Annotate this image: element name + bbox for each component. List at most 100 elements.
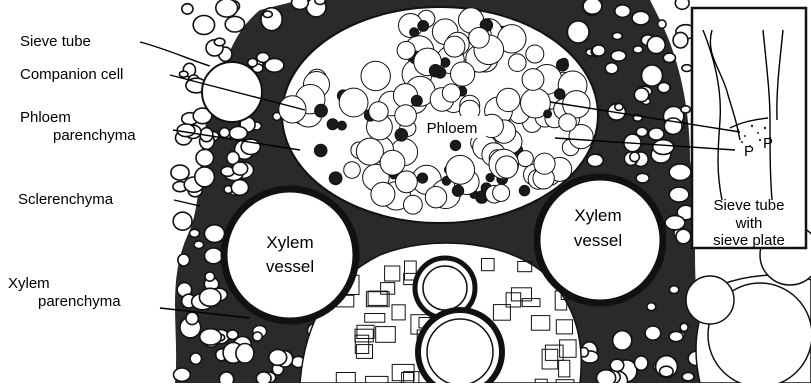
sclerenchyma-cell [263, 11, 272, 17]
sclerenchyma-cell [199, 288, 221, 306]
sclerenchyma-cell [630, 152, 640, 162]
label-xylem-vessel-left-line1: Xylem [266, 233, 313, 252]
sieve-tube-element [522, 69, 544, 91]
sclerenchyma-cell [647, 303, 656, 311]
sieve-tube-element [380, 150, 405, 175]
companion-cell [314, 144, 327, 157]
sclerenchyma-cell [613, 331, 632, 350]
sclerenchyma-cell [194, 241, 204, 249]
sclerenchyma-cell [171, 165, 189, 180]
sclerenchyma-cell [200, 329, 222, 345]
sieve-tube-element [496, 156, 518, 178]
sieve-tube-element [497, 88, 520, 111]
companion-cell [418, 21, 429, 32]
label-phloem-parenchyma-line2: parenchyma [53, 127, 136, 144]
sieve-tube-element [397, 41, 415, 59]
sclerenchyma-cell [205, 248, 223, 264]
sclerenchyma-cell [216, 0, 238, 17]
sclerenchyma-cell [261, 8, 282, 31]
sclerenchyma-cell [315, 0, 325, 5]
sclerenchyma-cell [190, 353, 201, 364]
sclerenchyma-cell [647, 36, 665, 53]
sieve-tube-element [404, 195, 423, 214]
sclerenchyma-cell [583, 0, 602, 14]
inset-p-right: P [763, 135, 773, 152]
inset-caption-line2: with [735, 215, 763, 232]
label-xylem-parenchyma-line1: Xylem [8, 275, 50, 292]
companion-cell [337, 121, 346, 130]
sclerenchyma-cell [669, 187, 689, 202]
label-xylem-vessel-right-line2: vessel [574, 231, 622, 250]
companion-cell [411, 95, 422, 106]
sieve-tube-element [396, 171, 418, 193]
sieve-tube-element [344, 162, 361, 179]
sclerenchyma-cell [227, 330, 238, 339]
sclerenchyma-cell [177, 124, 195, 137]
companion-cell [395, 129, 408, 142]
sclerenchyma-cell [205, 272, 215, 281]
sclerenchyma-cell [665, 216, 685, 230]
inset-caption-line1: Sieve tube [714, 197, 785, 214]
sclerenchyma-cell [611, 50, 626, 61]
inset-caption-line3: sieve plate [713, 232, 785, 249]
label-xylem-parenchyma-line2: parenchyma [38, 293, 121, 310]
sieve-tube-element [526, 45, 544, 63]
sclerenchyma-cell [680, 323, 688, 331]
sclerenchyma-cell [256, 372, 271, 383]
sclerenchyma-cell [587, 154, 603, 166]
sclerenchyma-cell [229, 127, 247, 140]
sieve-tube-cell [202, 62, 262, 122]
label-phloem-parenchyma-line1: Phloem [20, 109, 71, 126]
sieve-tube-element [361, 61, 390, 90]
inset-sieve-tube: P P Sieve tube with sieve plate [692, 8, 806, 249]
companion-cell [429, 65, 441, 77]
sclerenchyma-cell [658, 20, 666, 28]
sieve-tube-element [369, 102, 388, 121]
sclerenchyma-cell [615, 103, 623, 110]
label-sclerenchyma: Sclerenchyma [18, 191, 114, 208]
companion-cell [519, 185, 529, 195]
sclerenchyma-cell [196, 150, 214, 167]
sieve-tube-element [509, 54, 527, 72]
sieve-tube-element [534, 153, 555, 174]
sieve-tube-element [442, 84, 460, 102]
sclerenchyma-cell [649, 128, 664, 140]
sclerenchyma-cell [292, 0, 309, 9]
sclerenchyma-cell [233, 162, 248, 175]
sclerenchyma-cell [682, 373, 694, 381]
sieve-tube-element [339, 88, 368, 117]
sclerenchyma-cell [257, 52, 270, 62]
sclerenchyma-cell [219, 372, 233, 383]
sieve-tube-element [469, 28, 490, 49]
sclerenchyma-cell [214, 38, 225, 46]
companion-cell [327, 119, 338, 130]
sclerenchyma-cell [605, 63, 618, 74]
sclerenchyma-cell [174, 368, 191, 381]
companion-cell [410, 28, 419, 37]
sclerenchyma-cell [195, 167, 215, 187]
sclerenchyma-cell [219, 128, 229, 138]
sclerenchyma-cell [635, 356, 648, 370]
sieve-tube-element [371, 182, 395, 206]
sclerenchyma-cell [567, 21, 589, 43]
sclerenchyma-cell [633, 46, 643, 53]
leader-sclerenchyma [174, 200, 200, 206]
sieve-tube-element [356, 138, 383, 165]
sieve-tube-element [493, 184, 510, 201]
sieve-tube-element [451, 62, 475, 86]
companion-cell [555, 89, 565, 99]
companion-cell [450, 140, 460, 150]
label-sieve-tube: Sieve tube [20, 33, 91, 50]
sclerenchyma-cell [225, 16, 244, 32]
sieve-tube-element [446, 155, 475, 184]
sclerenchyma-cell [669, 332, 683, 342]
companion-cell [417, 173, 427, 183]
sclerenchyma-cell [653, 140, 674, 155]
companion-cell [441, 58, 450, 67]
sclerenchyma-cell [190, 229, 200, 237]
sclerenchyma-cell [597, 370, 616, 383]
sclerenchyma-cell [204, 225, 224, 243]
xylem-vessel-left [224, 189, 356, 321]
sclerenchyma-cell [634, 88, 648, 102]
